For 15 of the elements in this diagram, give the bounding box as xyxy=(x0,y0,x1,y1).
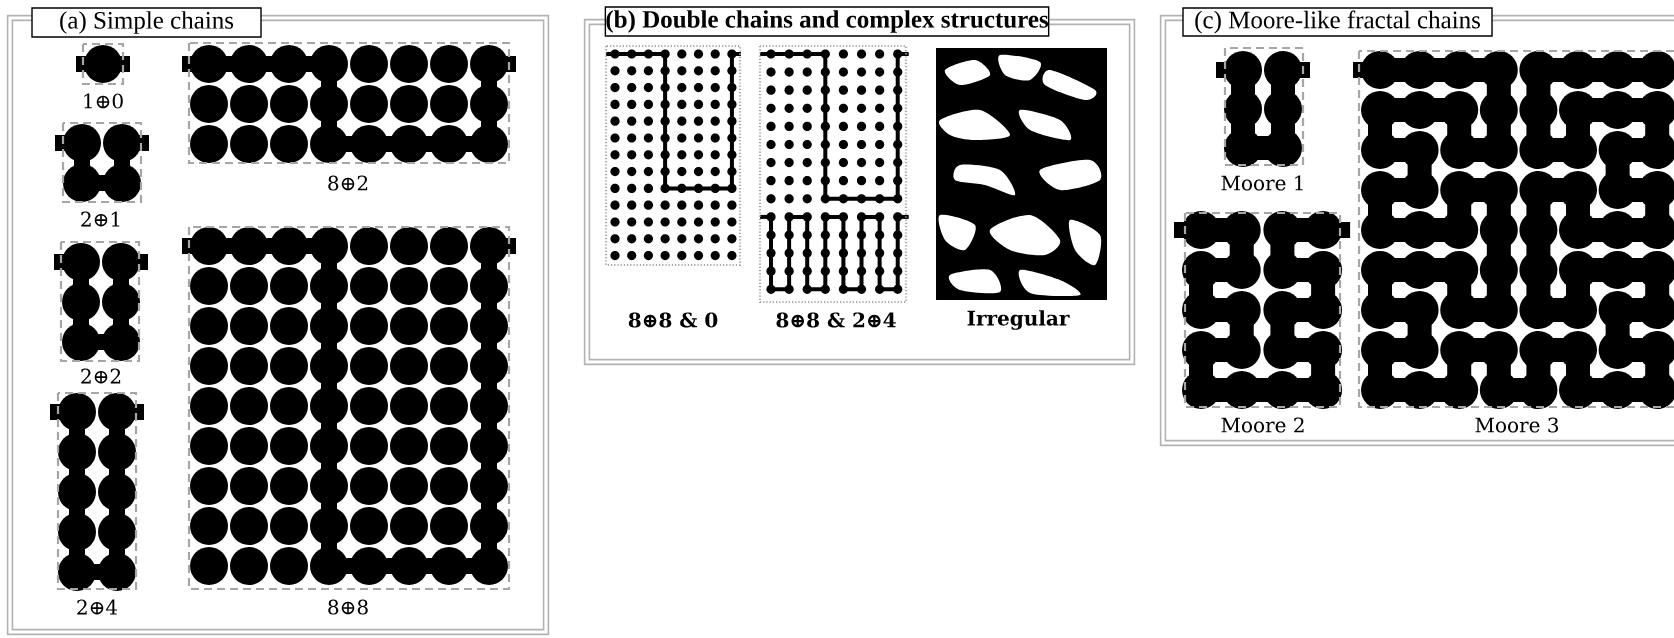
label: 1⊕0 xyxy=(84,93,123,109)
label: 8⊕8 xyxy=(328,599,368,615)
label: Irregular xyxy=(967,310,1070,330)
label: 2⊕4 xyxy=(77,599,118,615)
label: Moore 3 xyxy=(1475,417,1559,433)
panel-heading: (c) Moore-like fractal chains xyxy=(1182,7,1493,37)
label: 2⊕2 xyxy=(81,368,121,384)
label: 8⊕8 & 0 xyxy=(628,312,718,328)
label: 8⊕2 xyxy=(328,175,368,191)
panel-heading: (b) Double chains and complex structures xyxy=(604,6,1050,37)
label: 8⊕8 & 2⊕4 xyxy=(776,312,896,328)
label: 2⊕1 xyxy=(81,211,120,227)
label: Moore 2 xyxy=(1221,417,1304,433)
panel-heading: (a) Simple chains xyxy=(31,7,262,38)
label: Moore 1 xyxy=(1221,175,1303,191)
